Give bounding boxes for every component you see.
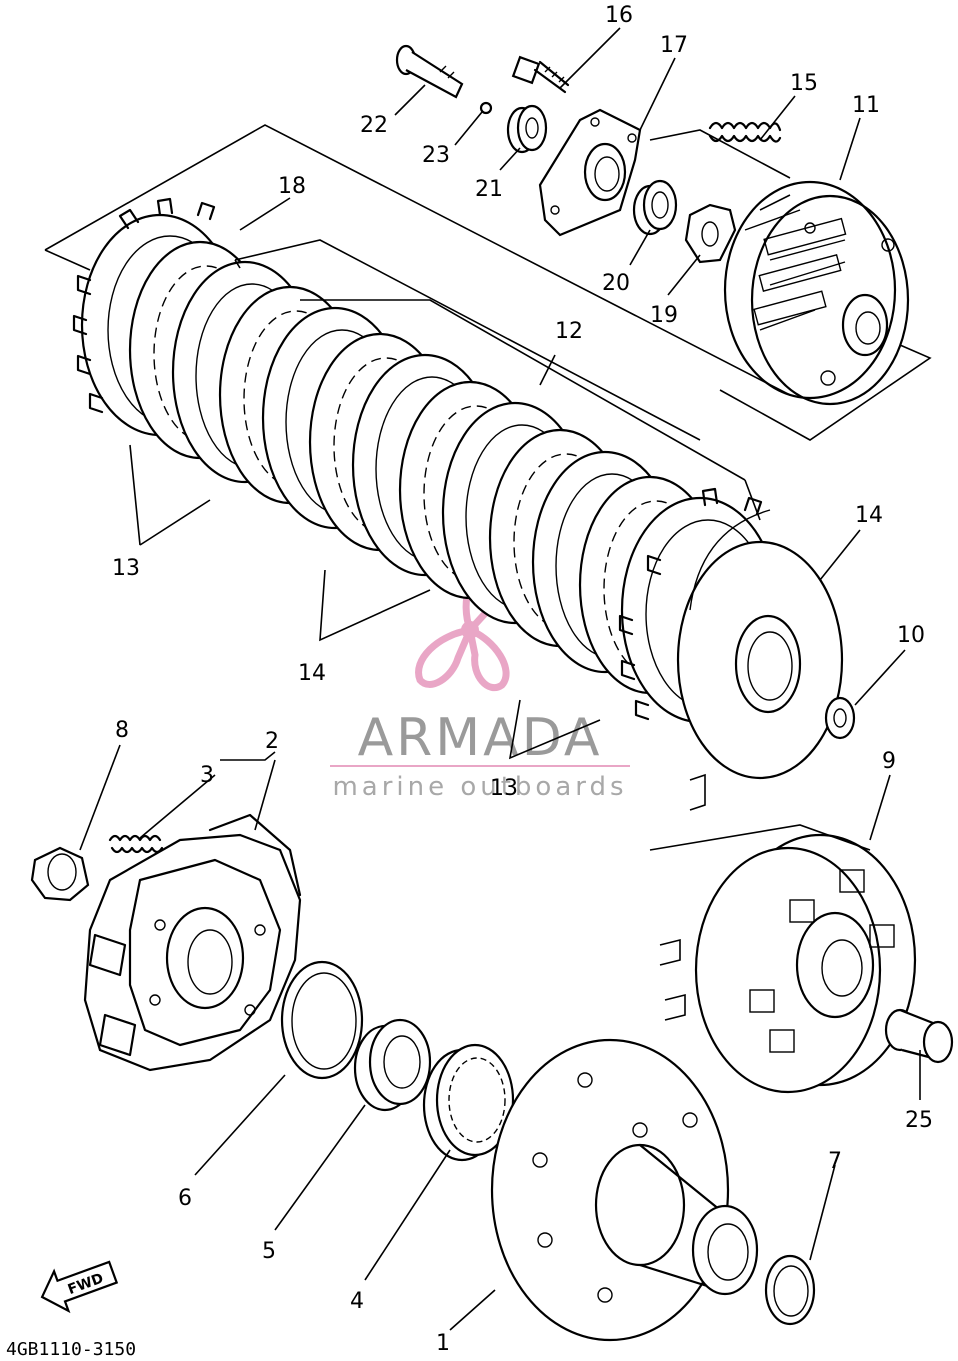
lock-washer-part-20 (684, 203, 737, 264)
one-way-bearing-part-4 (422, 1043, 515, 1162)
driven-hub-part-1 (490, 1038, 759, 1342)
callout-11: 11 (852, 93, 880, 118)
pressure-disc-part-15 (676, 509, 844, 780)
callout-5: 5 (262, 1239, 276, 1264)
bolt-part-17 (511, 55, 570, 94)
callout-8: 8 (115, 718, 129, 743)
callout-1: 1 (436, 1331, 450, 1356)
pushrod-part-23 (395, 44, 464, 99)
callout-15: 14 (855, 503, 883, 528)
callout-4: 4 (350, 1289, 364, 1314)
callout-16: 15 (790, 71, 818, 96)
callout-12: 12 (555, 319, 583, 344)
bearing-part-22 (506, 104, 548, 154)
callout-24: 23 (422, 143, 450, 168)
callout-13-upper: 13 (112, 556, 140, 581)
callout-6: 6 (178, 1186, 192, 1211)
callout-17: 16 (605, 3, 633, 28)
callout-22: 21 (475, 177, 503, 202)
bearing-part-5 (353, 1018, 432, 1112)
callout-21: 20 (602, 271, 630, 296)
watermark-tagline: marine outboards (332, 772, 627, 802)
clutch-carrier-part-2 (83, 813, 302, 1072)
callout-7: 7 (828, 1149, 842, 1174)
group-brackets (44, 124, 791, 760)
callout-19: 18 (278, 174, 306, 199)
armada-watermark: ARMADA marine outboards (330, 564, 630, 802)
circlip-part-10 (824, 696, 856, 740)
ball-part-24 (479, 101, 493, 115)
callout-9: 9 (882, 749, 896, 774)
callout-labels: 16 17 15 11 22 23 21 18 20 19 12 14 13 1… (112, 3, 933, 1356)
callout-13-lower: 13 (490, 776, 518, 801)
callout-2: 2 (265, 729, 279, 754)
washer-part-6 (280, 960, 364, 1080)
callout-25: 25 (905, 1108, 933, 1133)
callout-18: 17 (660, 33, 688, 58)
callout-10: 10 (897, 623, 925, 648)
forward-direction-arrow: FWD (40, 1260, 119, 1314)
collar-part-25 (884, 1008, 954, 1064)
nut-part-8 (30, 846, 90, 902)
callout-23: 22 (360, 113, 388, 138)
callout-leaders (79, 27, 921, 1331)
spring-part-16 (708, 121, 782, 143)
clutch-plate-stack (72, 197, 780, 724)
callout-3: 3 (200, 763, 214, 788)
watermark-brand: ARMADA (358, 708, 603, 768)
bushing-part-21 (632, 179, 678, 236)
pressure-plate-part-18 (538, 108, 642, 237)
callout-20: 19 (650, 303, 678, 328)
spring-part-3 (108, 834, 164, 854)
washer-part-7 (764, 1254, 816, 1326)
clutch-drum-part-9 (649, 773, 917, 1094)
clutch-housing-part-11 (649, 129, 932, 441)
callout-14: 14 (298, 661, 326, 686)
drawing-code: 4GB1110-3150 (6, 1339, 136, 1360)
